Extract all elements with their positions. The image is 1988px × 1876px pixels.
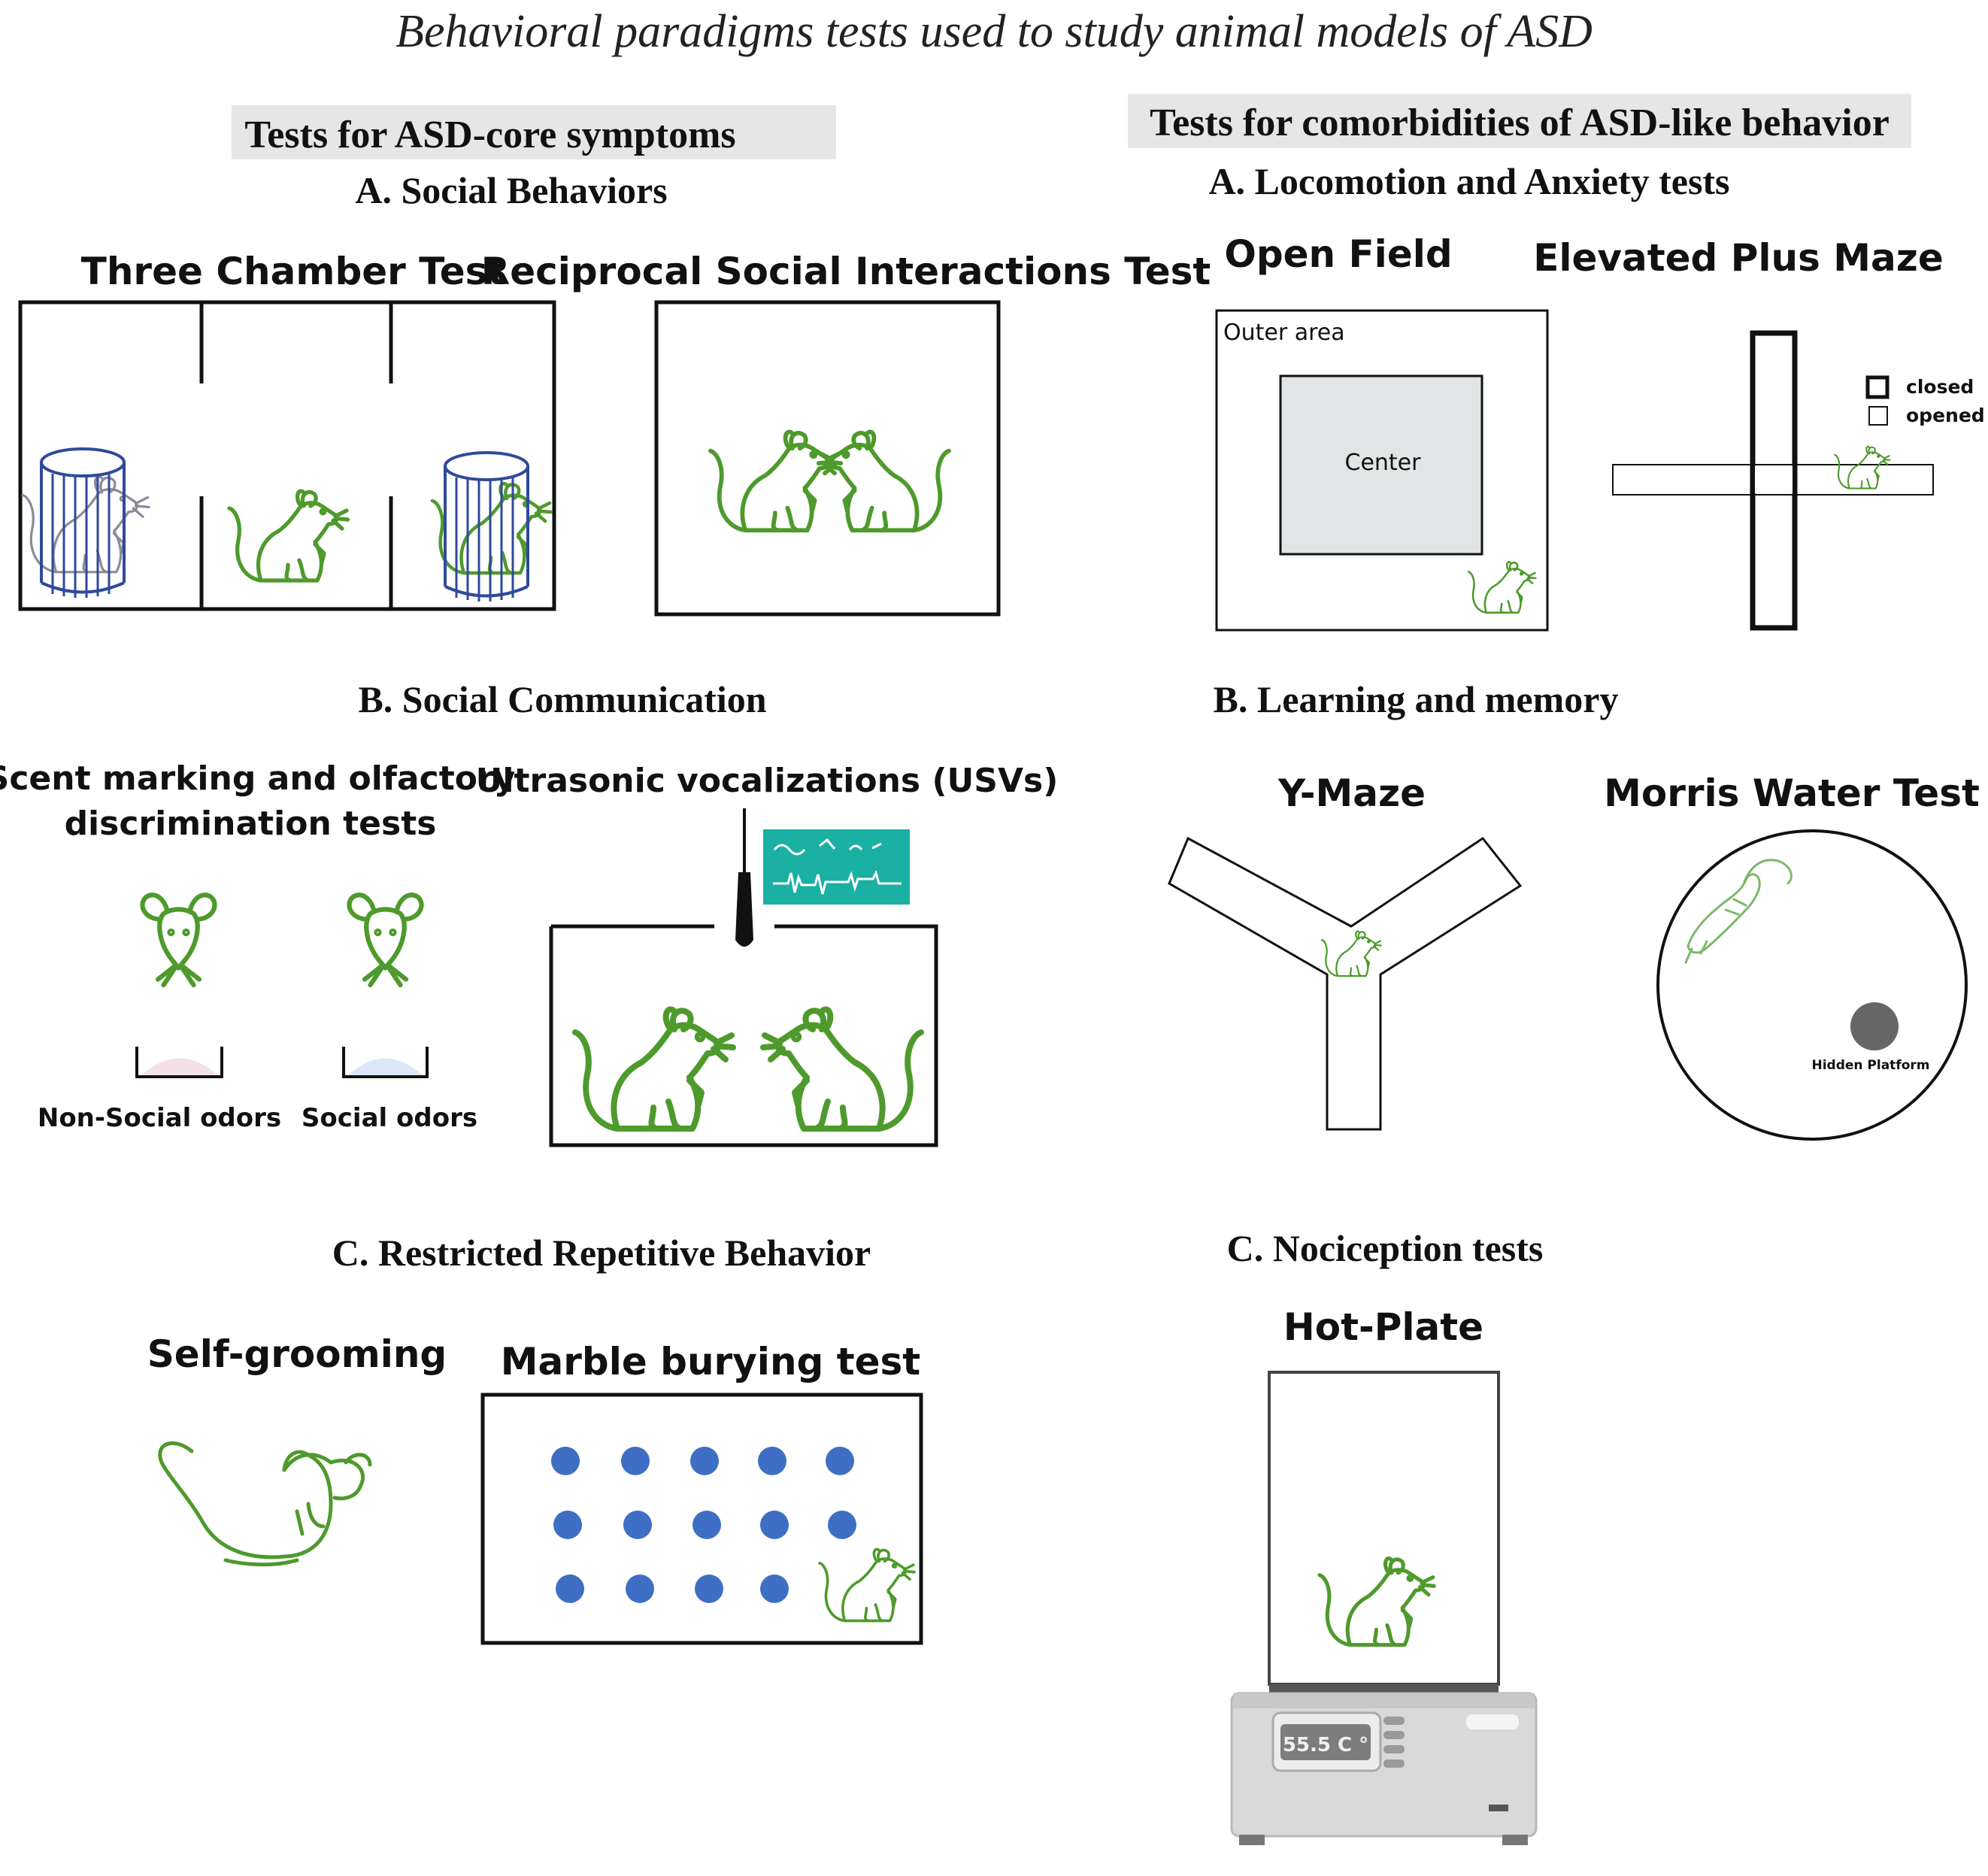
glass-enclosure [1268,1371,1500,1686]
marble [760,1511,789,1539]
left-b-heading: B. Social Communication [358,678,766,720]
odor-social [348,1058,423,1075]
marble [692,1511,721,1539]
right-c-heading: C. Nociception tests [1227,1227,1544,1269]
right-header-band [1128,94,1911,148]
elevated-plus-maze: closed opened [1612,330,1985,631]
rat-swimming [1684,859,1793,964]
left-header: Tests for ASD-core symptoms [244,114,735,156]
morris-pool [1656,829,1968,1141]
closed-legend-swatch [1865,375,1890,399]
marble [690,1447,719,1475]
right-header: Tests for comorbidities of ASD-like beha… [1150,102,1890,144]
rat-center-chamber [229,491,348,580]
open-field-label: Open Field [1224,232,1452,276]
microphone-icon [735,872,753,947]
hot-plate-apparatus: 55.5 C ° [1230,1371,1538,1845]
self-grooming-label: Self-grooming [147,1332,447,1376]
opened-legend-swatch [1868,406,1888,426]
rat-open-field [1467,561,1537,614]
right-b-heading: B. Learning and memory [1214,678,1619,720]
usv-setup [549,808,938,1147]
platform-label: Hidden Platform [1811,1058,1929,1073]
scent-label-line2: discrimination tests [65,805,437,843]
morris-label: Morris Water Test [1604,771,1980,815]
left-header-band [232,105,836,159]
marble [551,1447,580,1475]
figure-title: Behavioral paradigms tests used to study… [395,6,1593,57]
social-label: Social odors [302,1103,477,1133]
marble [826,1447,854,1475]
opened-legend-label: opened [1906,405,1985,426]
marble [553,1511,582,1539]
reciprocal-label: Reciprocal Social Interactions Test [481,250,1211,293]
center-label: Center [1345,450,1422,476]
marble [626,1574,654,1603]
marble [556,1574,584,1603]
nonsocial-label: Non-Social odors [38,1103,281,1133]
reciprocal-arena [654,300,1001,617]
three-chamber-apparatus [18,300,556,611]
closed-legend-label: closed [1906,376,1974,398]
rat-reciprocal-right [819,432,949,530]
rat-reciprocal-left [711,432,841,530]
scent-label-line1: Scent marking and olfactory [0,759,515,798]
cage-left [21,447,150,598]
dish-social [342,1047,429,1078]
marble [623,1511,652,1539]
marble [695,1574,723,1603]
three-chamber-label: Three Chamber Test [81,250,506,293]
marble [760,1574,789,1603]
outer-area-label: Outer area [1223,320,1345,346]
temperature-display [1280,1724,1371,1760]
mouse-head-nonsocial [142,895,214,985]
marble [828,1511,856,1539]
hidden-platform [1850,1002,1899,1050]
dish-nonsocial [135,1047,223,1078]
marble [621,1447,650,1475]
left-c-heading: C. Restricted Repetitive Behavior [332,1232,871,1274]
ymaze-label: Y-Maze [1277,771,1426,815]
grooming-rat [158,1441,372,1567]
hotplate-label: Hot-Plate [1283,1305,1483,1349]
marble [758,1447,786,1475]
open-field-arena [1215,309,1549,632]
marble-label: Marble burying test [501,1340,920,1384]
ymaze-arms [1168,836,1523,1131]
mouse-head-social [349,895,421,985]
usv-label: Ultrasonic vocalizations (USVs) [476,762,1059,800]
temperature-readout: 55.5 C ° [1283,1734,1368,1756]
right-a-heading: A. Locomotion and Anxiety tests [1208,160,1729,202]
left-a-heading: A. Social Behaviors [355,169,667,211]
epm-label: Elevated Plus Maze [1533,236,1944,280]
rat-marble [818,1547,916,1623]
odor-nonsocial [141,1058,218,1075]
cage-right [432,451,551,602]
marbles [551,1447,856,1603]
open-field-center [1279,374,1483,556]
marble-cage [480,1393,923,1645]
sonogram-screen [763,829,910,905]
